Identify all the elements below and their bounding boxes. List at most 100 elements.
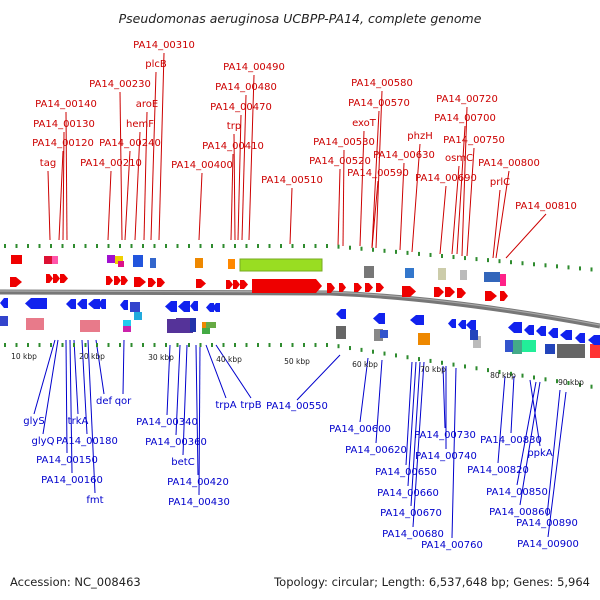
gene-label-plcb[interactable]: plcB [145,59,167,70]
forward-gene-arrow [457,288,466,298]
gene-label-pa14-00810[interactable]: PA14_00810 [515,201,577,212]
gene-label-pa14-00470[interactable]: PA14_00470 [210,102,272,113]
track-dot-top [475,257,478,262]
track-dot-bottom [418,357,420,362]
gene-label-def[interactable]: def [96,396,113,407]
gene-label-pa14-00570[interactable]: PA14_00570 [348,98,410,109]
gene-label-pa14-00670[interactable]: PA14_00670 [380,508,442,519]
gene-label-trpb[interactable]: trpB [240,400,261,411]
gene-label-pa14-00730[interactable]: PA14_00730 [414,430,476,441]
forward-gene-arrow [134,277,146,287]
gene-label-pa14-00150[interactable]: PA14_00150 [36,455,98,466]
ruler: 10 kbp 20 kbp 30 kbp 40 kbp 50 kbp 60 kb… [11,352,584,387]
gene-label-trka[interactable]: trkA [68,416,89,427]
gene-label-prlc[interactable]: prlC [490,177,510,188]
gene-label-glys[interactable]: glyS [23,416,44,427]
gene-label-pa14-00140[interactable]: PA14_00140 [35,99,97,110]
gene-label-exot[interactable]: exoT [352,118,377,129]
gene-label-osmc[interactable]: osmC [445,153,473,164]
gene-label-pa14-00890[interactable]: PA14_00890 [516,518,578,529]
gene-label-glyq[interactable]: glyQ [32,436,55,447]
gene-label-aroe[interactable]: aroE [136,99,158,110]
gene-label-pa14-00410[interactable]: PA14_00410 [202,141,264,152]
gene-label-pa14-00650[interactable]: PA14_00650 [375,467,437,478]
forward-feature-box-lower [123,320,131,326]
forward-gene-arrow [485,291,497,301]
reverse-leader-line [42,339,59,435]
track-dot-bottom [521,373,524,378]
gene-label-ppka[interactable]: ppkA [527,448,552,459]
track-dot-bottom [303,343,305,347]
gene-label-phzh[interactable]: phzH [407,131,432,142]
gene-label-pa14-00760[interactable]: PA14_00760 [421,540,483,551]
forward-leader-line [230,153,234,241]
gene-label-pa14-00550[interactable]: PA14_00550 [266,401,328,412]
gene-label-pa14-00400[interactable]: PA14_00400 [171,160,233,171]
gene-label-betc[interactable]: betC [171,457,194,468]
gene-label-qor[interactable]: qor [115,396,132,407]
gene-label-pa14-00750[interactable]: PA14_00750 [443,135,505,146]
gene-label-pa14-00360[interactable]: PA14_00360 [145,437,207,448]
gene-label-pa14-00600[interactable]: PA14_00600 [329,424,391,435]
reverse-leader-line [410,361,421,507]
gene-label-pa14-00800[interactable]: PA14_00800 [478,158,540,169]
forward-feature-box-lower [512,340,522,354]
gene-label-trp[interactable]: trp [227,121,241,132]
gene-label-tag[interactable]: tag [40,158,56,169]
gene-label-pa14-00860[interactable]: PA14_00860 [489,507,551,518]
gene-label-pa14-00510[interactable]: PA14_00510 [261,175,323,186]
reverse-leader-line [95,339,105,395]
gene-label-hemf[interactable]: hemF [126,119,154,130]
gene-label-pa14-00340[interactable]: PA14_00340 [136,417,198,428]
gene-label-pa14-00620[interactable]: PA14_00620 [345,445,407,456]
gene-label-pa14-00230[interactable]: PA14_00230 [89,79,151,90]
forward-feature-box-lower [557,344,585,358]
gene-label-pa14-00720[interactable]: PA14_00720 [436,94,498,105]
reverse-leader-line [175,344,181,436]
gene-label-pa14-00680[interactable]: PA14_00680 [382,529,444,540]
gene-label-pa14-00520[interactable]: PA14_00520 [309,156,371,167]
gene-label-pa14-00530[interactable]: PA14_00530 [313,137,375,148]
forward-strand-genes [10,255,600,358]
forward-feature-box [11,255,22,264]
track-dot-top [498,259,501,264]
gene-label-pa14-00310[interactable]: PA14_00310 [133,40,195,51]
gene-label-pa14-00690[interactable]: PA14_00690 [415,173,477,184]
reverse-feature-box [134,312,142,320]
gene-label-pa14-00700[interactable]: PA14_00700 [434,113,496,124]
gene-label-fmt[interactable]: fmt [86,495,103,506]
track-dot-top [291,244,294,248]
gene-label-pa14-00850[interactable]: PA14_00850 [486,487,548,498]
forward-leader-line [461,106,468,257]
track-dot-top [418,251,420,256]
track-dot-top [533,262,535,267]
gene-label-pa14-00480[interactable]: PA14_00480 [215,82,277,93]
gene-label-pa14-00130[interactable]: PA14_00130 [33,119,95,130]
ruler-tick-60kbp: 60 kbp [352,360,378,369]
gene-label-pa14-00120[interactable]: PA14_00120 [32,138,94,149]
track-dot-bottom [176,343,179,347]
gene-label-pa14-00210[interactable]: PA14_00210 [80,158,142,169]
gene-label-pa14-00740[interactable]: PA14_00740 [415,451,477,462]
gene-label-pa14-00630[interactable]: PA14_00630 [373,150,435,161]
gene-label-pa14-00900[interactable]: PA14_00900 [517,539,579,550]
gene-label-pa14-00820[interactable]: PA14_00820 [467,465,529,476]
gene-label-pa14-00430[interactable]: PA14_00430 [168,497,230,508]
track-dot-bottom [337,344,340,349]
forward-feature-box [133,255,143,267]
gene-label-pa14-00660[interactable]: PA14_00660 [377,488,439,499]
forward-gene-arrow [365,283,373,292]
gene-label-pa14-00490[interactable]: PA14_00490 [223,62,285,73]
track-dot-top [464,256,466,261]
gene-label-pa14-00240[interactable]: PA14_00240 [99,138,161,149]
gene-label-pa14-00180[interactable]: PA14_00180 [56,436,118,447]
gene-label-pa14-00160[interactable]: PA14_00160 [41,475,103,486]
gene-label-trpa[interactable]: trpA [215,400,236,411]
track-dot-top [280,244,282,248]
gene-label-pa14-00420[interactable]: PA14_00420 [167,477,229,488]
label-leader-lines [33,52,567,539]
gene-label-pa14-00590[interactable]: PA14_00590 [347,168,409,179]
forward-leader-line [456,125,466,255]
gene-label-pa14-00830[interactable]: PA14_00830 [480,435,542,446]
gene-label-pa14-00580[interactable]: PA14_00580 [351,78,413,89]
